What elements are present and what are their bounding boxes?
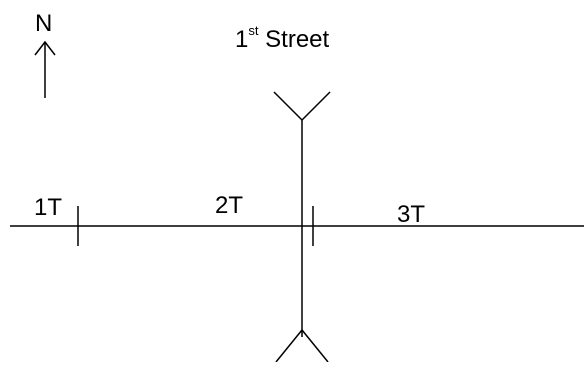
street-suffix: st	[248, 23, 259, 38]
north-label: N	[35, 10, 53, 37]
segment-2t-label: 2T	[215, 192, 244, 219]
segment-1t-label: 1T	[34, 194, 63, 221]
street-name: Street	[265, 26, 330, 53]
street-label: 1st Street	[235, 24, 330, 53]
top-branch	[273, 91, 331, 121]
street-number: 1	[235, 26, 249, 53]
segment-3t-label: 3T	[397, 201, 426, 228]
north-arrow-icon	[34, 40, 56, 98]
bottom-branch	[275, 329, 329, 363]
